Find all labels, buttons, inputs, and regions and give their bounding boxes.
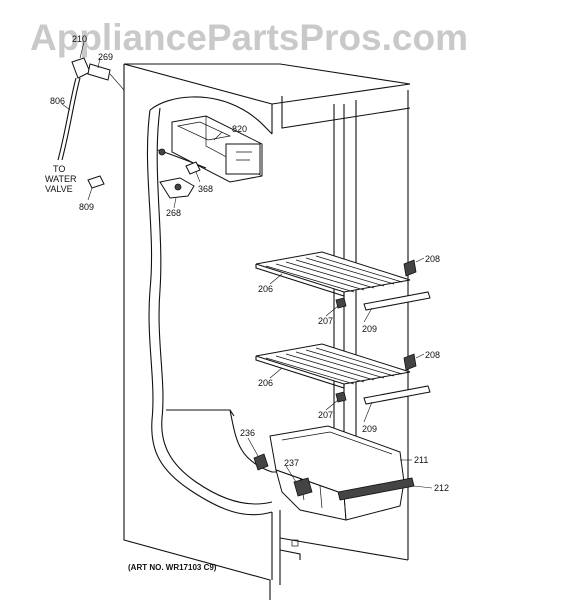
- leader-206b: [269, 367, 283, 379]
- art-number-caption: (ART NO. WR17103 C9): [128, 563, 217, 572]
- water-tube-part-806-edge: [61, 77, 81, 161]
- callout-206-upper: 206: [258, 284, 273, 294]
- callout-809: 809: [79, 202, 94, 212]
- leader-207b: [325, 399, 339, 411]
- leader-207a: [325, 305, 339, 317]
- upper-shelf-front-rail: [255, 264, 345, 297]
- leader-809: [87, 187, 93, 201]
- icemaker-assembly: [157, 115, 263, 183]
- leader-208a: [415, 257, 425, 263]
- basket-inner-rim: [281, 431, 393, 455]
- cabinet-outer-left-edge: [123, 64, 271, 600]
- callout-labels: 210 269 806 TO WATER VALVE 809 820 368 2…: [45, 34, 449, 493]
- water-tube-part-806: [57, 77, 77, 161]
- upper-wire-shelf: [255, 251, 411, 297]
- fill-cup-part-268: [159, 177, 195, 199]
- leader-tube-entry: [109, 73, 125, 91]
- upper-shelf-wires: [265, 255, 403, 293]
- cabinet-top-back-edge: [124, 63, 411, 85]
- cabinet-top-flange: [281, 96, 411, 129]
- cabinet-top-front-edge: [123, 63, 411, 105]
- icemaker-label-lines: [236, 151, 252, 161]
- basket-front-wall: [275, 469, 347, 521]
- fill-cup-hole: [174, 183, 182, 191]
- leader-237: [285, 465, 297, 483]
- frame-floor-front: [279, 537, 409, 561]
- leader-820: [213, 131, 223, 141]
- shelf-stop-part-207-lower: [335, 391, 347, 403]
- leader-368: [195, 171, 201, 183]
- callout-212: 212: [434, 483, 449, 493]
- icemaker-mold: [176, 121, 232, 141]
- shelf-bracket-part-208-lower: [403, 353, 417, 371]
- shelf-trim-part-209-upper: [363, 291, 431, 311]
- fitting-part-210: [71, 57, 91, 79]
- callout-208-upper: 208: [425, 254, 440, 264]
- leader-lines: [61, 41, 433, 489]
- callout-209-lower: 209: [362, 424, 377, 434]
- fitting-nut-part-269: [87, 63, 111, 81]
- callout-237: 237: [284, 458, 299, 468]
- shelf-bracket-part-208-upper: [403, 259, 417, 277]
- part-237-clip: [293, 477, 313, 497]
- callout-236: 236: [240, 428, 255, 438]
- leader-236: [247, 437, 259, 457]
- liner-left-edge-outer: [146, 109, 273, 516]
- part-236-clip: [253, 453, 269, 471]
- liner-top-edge: [149, 96, 273, 135]
- callout-209-upper: 209: [362, 324, 377, 334]
- frame-notch: [279, 549, 301, 560]
- liner-back-bottom: [166, 409, 235, 417]
- callout-268: 268: [166, 208, 181, 218]
- clip-part-809: [87, 175, 105, 189]
- callout-211: 211: [414, 455, 428, 465]
- callout-to-water-valve-line1: TO: [53, 164, 65, 174]
- leader-268: [173, 197, 177, 209]
- icemaker-mount-screw: [158, 148, 166, 156]
- watermark-text: AppliancePartsPros.com: [30, 17, 468, 58]
- shelf-stop-part-207-upper: [335, 297, 347, 309]
- liner-floor-curve: [229, 409, 330, 473]
- bracket-part-368: [185, 161, 201, 175]
- leader-806: [61, 103, 71, 111]
- liner-left-edge-inner: [156, 107, 273, 505]
- callout-210: 210: [72, 34, 87, 44]
- shelf-trim-part-209-lower: [363, 385, 431, 405]
- callout-207-lower: 207: [318, 410, 333, 420]
- callout-269: 269: [98, 52, 113, 62]
- leader-209b: [363, 401, 373, 423]
- callout-806: 806: [50, 96, 65, 106]
- callout-207-upper: 207: [318, 316, 333, 326]
- callout-206-lower: 206: [258, 378, 273, 388]
- callout-to-water-valve-line3: VALVE: [45, 184, 73, 194]
- leader-212: [413, 485, 433, 489]
- leader-208b: [415, 353, 425, 359]
- leader-210: [79, 41, 85, 59]
- leader-206a: [269, 273, 283, 285]
- leader-209a: [363, 307, 373, 323]
- lower-wire-shelf: [255, 343, 411, 389]
- lower-shelf-front-rail: [255, 356, 345, 389]
- callout-208-lower: 208: [425, 350, 440, 360]
- callout-820: 820: [232, 124, 247, 134]
- lower-shelf-wires: [265, 347, 403, 385]
- leader-269: [97, 57, 101, 69]
- callout-to-water-valve-line2: WATER: [45, 174, 77, 184]
- frame-hinge-hole: [291, 539, 299, 547]
- callout-368: 368: [198, 184, 213, 194]
- icemaker-control-head: [225, 143, 261, 175]
- water-line-fittings: [57, 57, 125, 189]
